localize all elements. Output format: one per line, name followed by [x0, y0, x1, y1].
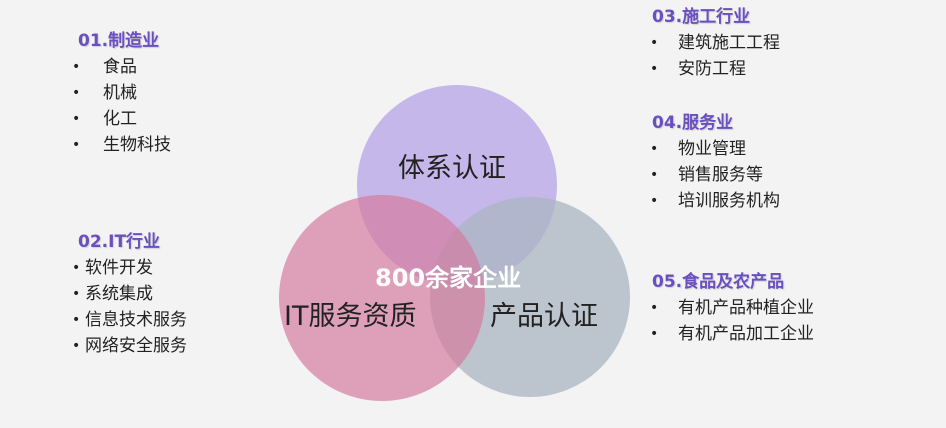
bullet: •: [72, 338, 81, 354]
list-item: • 安防工程: [650, 56, 750, 82]
list-item: • 有机产品加工企业: [650, 321, 814, 347]
section-title: 05.食品及农产品: [652, 272, 785, 292]
venn-label-left: IT服务资质: [284, 301, 417, 332]
item-text: 销售服务等: [678, 165, 763, 185]
bullet: •: [650, 300, 659, 316]
bullet: •: [72, 312, 81, 328]
list-item: •系统集成: [72, 281, 160, 307]
bullet: •: [72, 59, 81, 75]
section-title: 02.IT行业: [78, 232, 161, 252]
bullet: •: [72, 260, 81, 276]
list-item: • 生物科技: [72, 132, 171, 158]
bullet: •: [72, 137, 81, 153]
venn-label-top: 体系认证: [398, 153, 506, 184]
item-text: 有机产品加工企业: [678, 324, 814, 344]
section-title: 03.施工行业: [652, 7, 751, 27]
bullet: •: [650, 167, 659, 183]
section-title: 04.服务业: [652, 113, 734, 133]
venn-center-label: 800余家企业: [375, 264, 522, 292]
bullet: •: [650, 141, 659, 157]
item-text: 有机产品种植企业: [678, 298, 814, 318]
list-item: • 建筑施工工程: [650, 30, 780, 56]
venn-label-right: 产品认证: [490, 301, 598, 332]
item-text: 食品: [103, 57, 137, 77]
item-text: 机械: [103, 83, 137, 103]
list-item: • 食品: [72, 54, 159, 80]
section-it: 02.IT行业 •软件开发 •系统集成 •信息技术服务 •网络安全服务: [72, 229, 187, 359]
bullet: •: [650, 61, 659, 77]
list-item: • 销售服务等: [650, 162, 763, 188]
bullet: •: [72, 85, 81, 101]
list-item: •信息技术服务: [72, 307, 187, 333]
list-item: • 物业管理: [650, 136, 746, 162]
bullet: •: [72, 111, 81, 127]
bullet: •: [72, 286, 81, 302]
section-services: 04.服务业 • 物业管理 • 销售服务等 • 培训服务机构: [650, 110, 780, 214]
section-title: 01.制造业: [78, 31, 160, 51]
bullet: •: [650, 193, 659, 209]
list-item: • 培训服务机构: [650, 188, 780, 214]
list-item: • 有机产品种植企业: [650, 295, 814, 321]
item-text: 生物科技: [103, 135, 171, 155]
circle-it-service: [279, 195, 485, 401]
item-text: 安防工程: [678, 59, 746, 79]
item-text: 建筑施工工程: [678, 33, 780, 53]
list-item: • 机械: [72, 80, 159, 106]
item-text: 物业管理: [678, 139, 746, 159]
item-text: 信息技术服务: [85, 310, 187, 330]
list-item: • 化工: [72, 106, 159, 132]
section-food-agriculture: 05.食品及农产品 • 有机产品种植企业 • 有机产品加工企业: [650, 269, 814, 347]
section-construction: 03.施工行业 • 建筑施工工程 • 安防工程: [650, 4, 780, 82]
bullet: •: [650, 35, 659, 51]
bullet: •: [650, 326, 659, 342]
item-text: 网络安全服务: [85, 336, 187, 356]
circle-product-certification: [430, 197, 630, 397]
list-item: •网络安全服务: [72, 333, 187, 359]
section-manufacturing: 01.制造业 • 食品 • 机械 • 化工 • 生物科技: [72, 28, 171, 158]
item-text: 化工: [103, 109, 137, 129]
item-text: 软件开发: [85, 258, 153, 278]
list-item: •软件开发: [72, 255, 160, 281]
item-text: 系统集成: [85, 284, 153, 304]
item-text: 培训服务机构: [678, 191, 780, 211]
